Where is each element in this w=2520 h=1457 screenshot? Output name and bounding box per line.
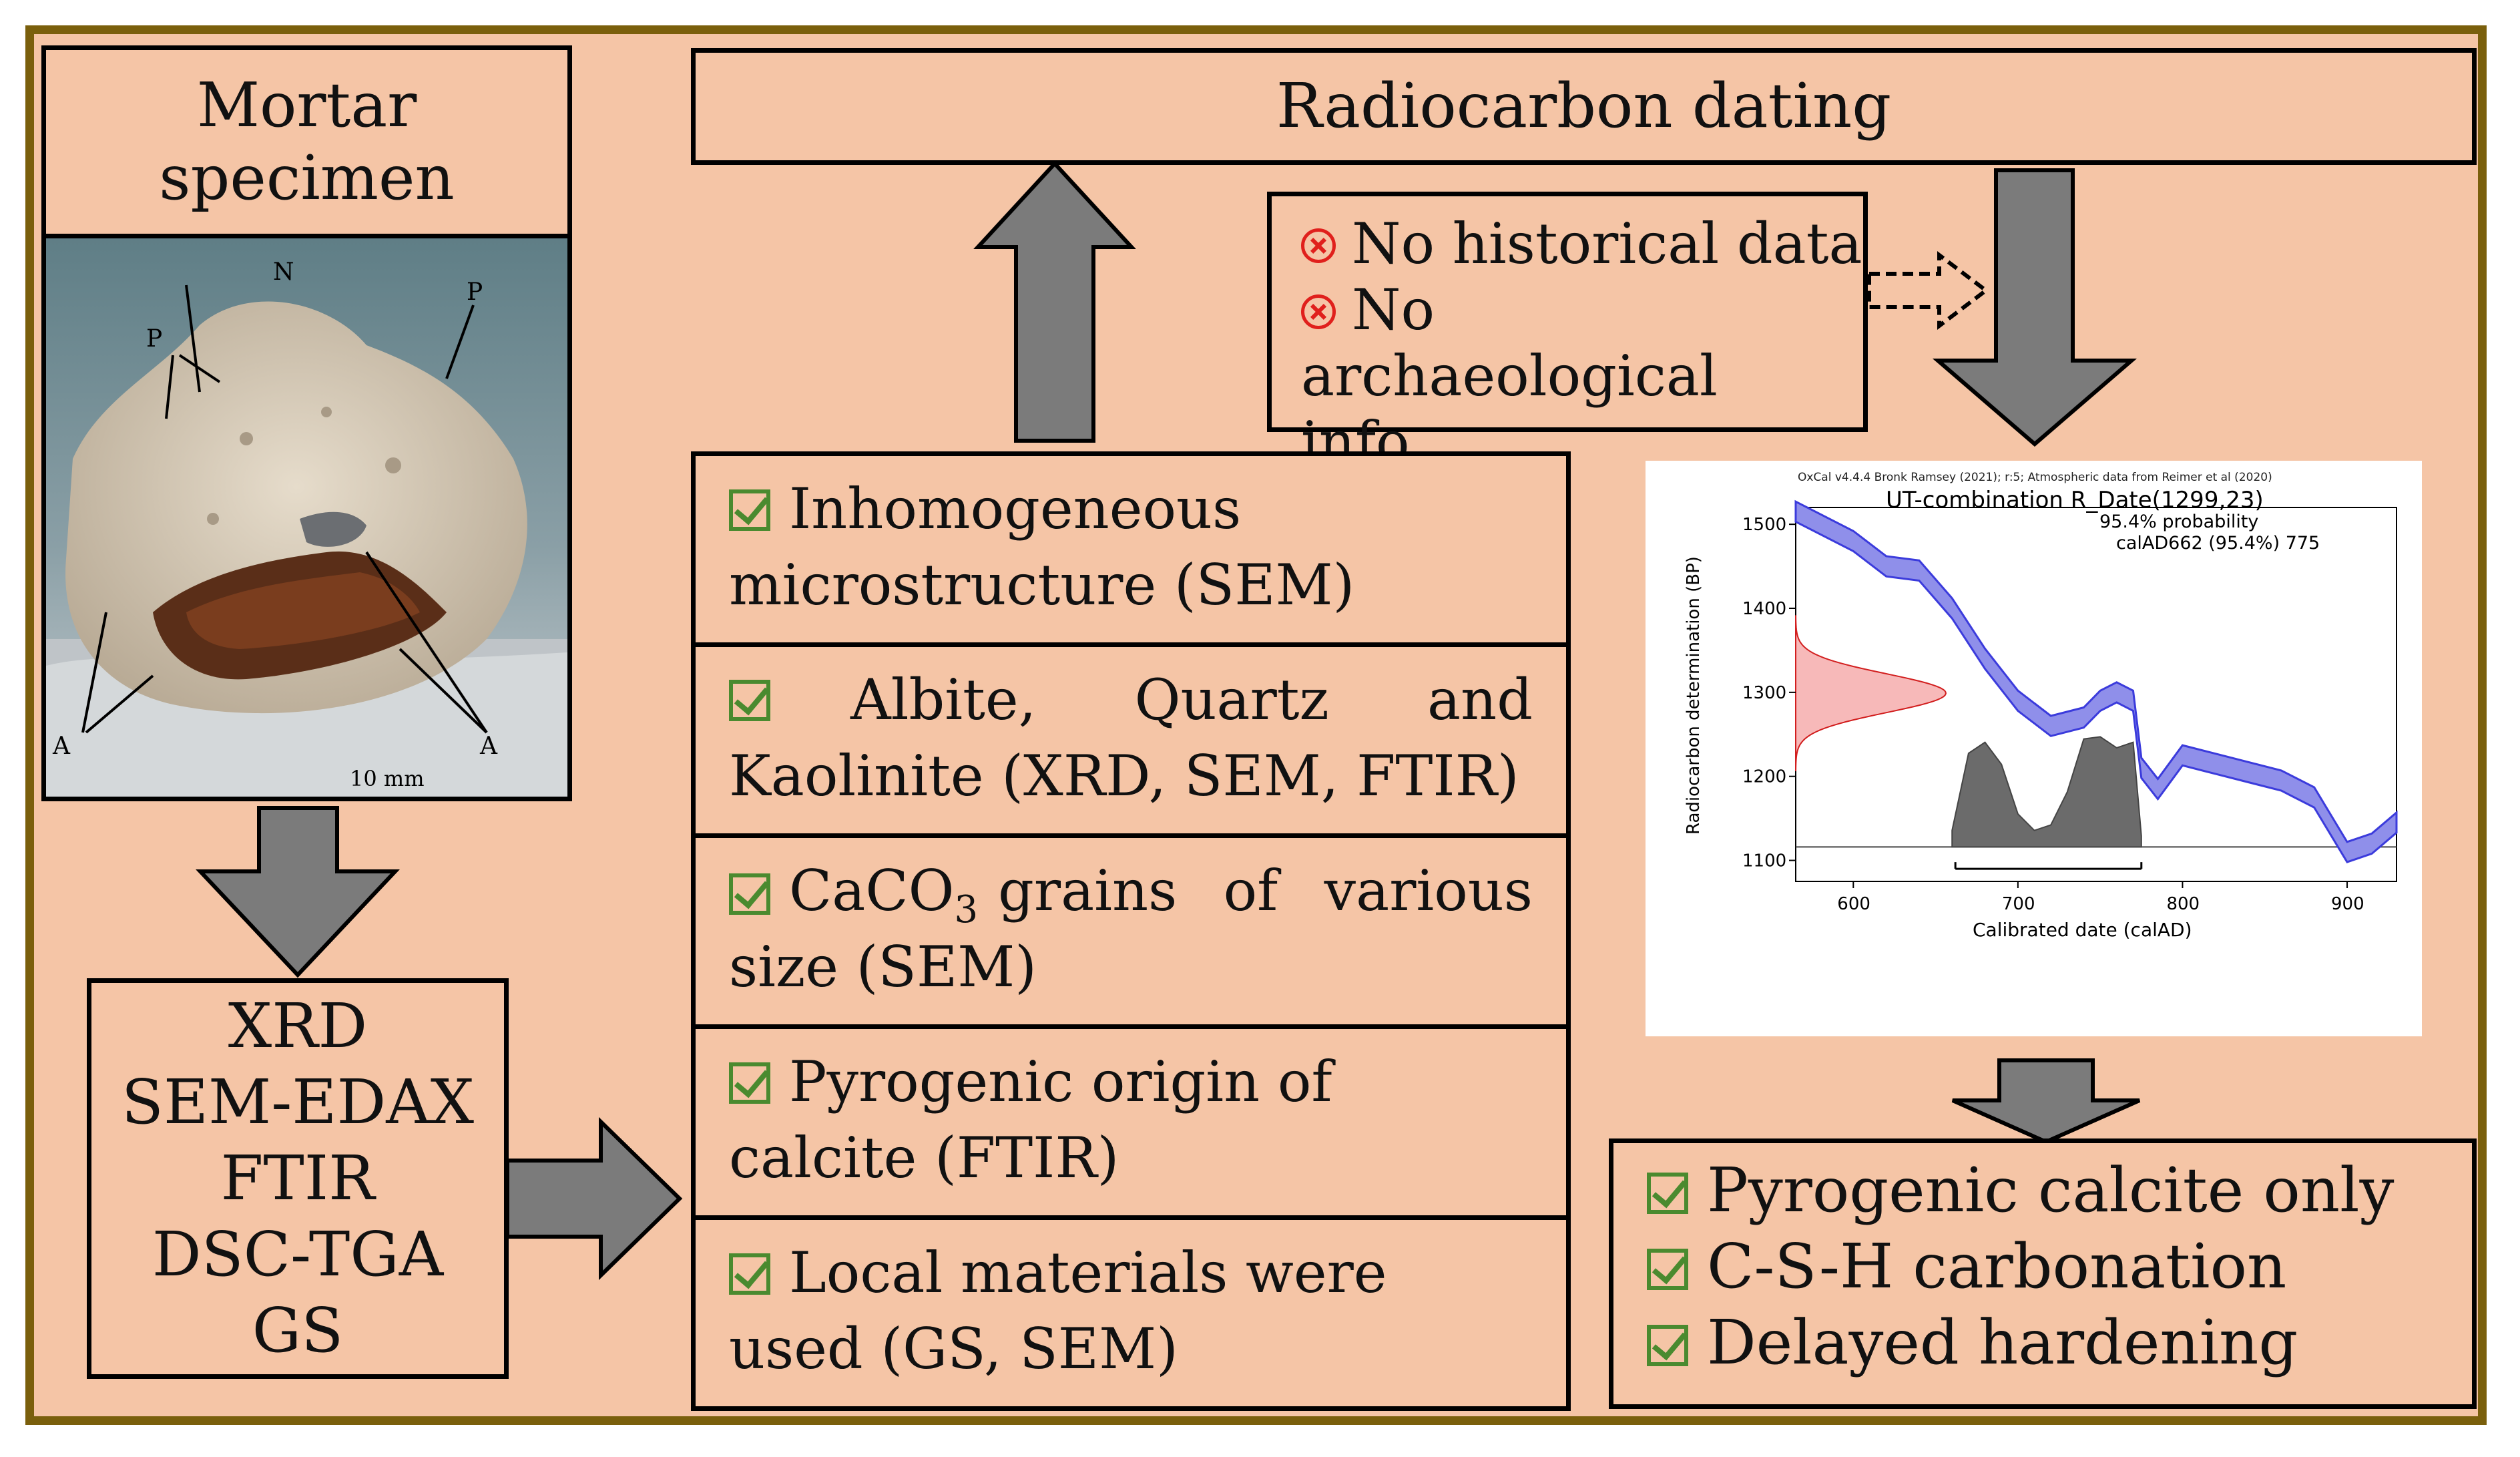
- posterior-distribution: [1951, 736, 2142, 848]
- chart-xlabel: Calibrated date (calAD): [1973, 919, 2192, 941]
- chart-annotation-prob: 95.4% probability: [2099, 511, 2258, 532]
- radiocarbon-title: Radiocarbon dating: [1276, 70, 1892, 142]
- finding-4: Pyrogenic origin of calcite (FTIR): [691, 1024, 1571, 1220]
- radiocarbon-date-distribution: [1795, 615, 1947, 771]
- conclusion-1: Pyrogenic calcite only: [1647, 1153, 2472, 1229]
- method-ftir: FTIR: [220, 1142, 375, 1214]
- label-p-right: P: [467, 278, 483, 306]
- finding-2: Albite, Quartz and Kaolinite (XRD, SEM, …: [691, 642, 1571, 838]
- check-icon: [1647, 1325, 1688, 1367]
- chart-annotation-range: calAD662 (95.4%) 775: [2116, 533, 2320, 554]
- finding-5: Local materials were used (GS, SEM): [691, 1215, 1571, 1411]
- no-data-box: No historical data No archaeological inf…: [1267, 192, 1868, 475]
- check-icon: [729, 489, 770, 531]
- mortar-photo-image: [46, 238, 567, 797]
- arrow-photo-to-methods: [196, 806, 400, 978]
- y-tick-label: 1200: [1742, 767, 1786, 787]
- x-tick-label: 800: [2166, 894, 2200, 914]
- chart-title: UT-combination R_Date(1299,23): [1886, 487, 2264, 513]
- y-tick-label: 1400: [1742, 599, 1786, 619]
- check-icon: [1647, 1249, 1688, 1291]
- check-icon: [729, 1062, 770, 1104]
- label-n: N: [273, 258, 294, 286]
- cross-icon: [1301, 228, 1336, 263]
- dashed-arrow-no-data: [1867, 250, 1989, 331]
- check-icon: [1647, 1173, 1688, 1214]
- finding-3: CaCO3 grains of various size (SEM): [691, 833, 1571, 1029]
- x-tick-label: 600: [1837, 894, 1870, 914]
- mortar-photo: N P P A A 10 mm: [41, 234, 572, 801]
- label-p-left: P: [146, 325, 163, 353]
- y-tick-label: 1500: [1742, 515, 1786, 535]
- scale-label: 10 mm: [350, 766, 425, 791]
- check-icon: [729, 1253, 770, 1295]
- method-xrd: XRD: [228, 990, 368, 1062]
- arrow-chart-to-conclusions: [1951, 1058, 2141, 1144]
- methods-box: XRD SEM-EDAX FTIR DSC-TGA GS: [87, 978, 509, 1379]
- x-tick-label: 900: [2331, 894, 2364, 914]
- method-gs: GS: [252, 1295, 344, 1367]
- arrow-findings-to-radiocarbon: [973, 160, 1136, 443]
- calibration-chart-svg: OxCal v4.4.4 Bronk Ramsey (2021); r:5; A…: [1684, 471, 2398, 941]
- radiocarbon-box: Radiocarbon dating: [691, 48, 2477, 165]
- mortar-specimen-title: Mortar specimen: [159, 69, 455, 214]
- chart-header: OxCal v4.4.4 Bronk Ramsey (2021); r:5; A…: [1798, 471, 2272, 484]
- y-tick-label: 1100: [1742, 851, 1786, 871]
- method-sem-edax: SEM-EDAX: [121, 1066, 475, 1138]
- no-historical-data: No historical data: [1301, 211, 1863, 277]
- calibration-curve-band: [1794, 499, 2398, 863]
- y-tick-label: 1300: [1742, 683, 1786, 703]
- method-dsc-tga: DSC-TGA: [152, 1219, 444, 1291]
- no-archaeological-info: No archaeological: [1301, 277, 1718, 409]
- arrow-methods-to-findings: [505, 1116, 683, 1281]
- mortar-specimen-box: Mortar specimen: [41, 45, 572, 239]
- cross-icon: [1301, 294, 1336, 330]
- calibration-chart: OxCal v4.4.4 Bronk Ramsey (2021); r:5; A…: [1646, 461, 2422, 1036]
- check-icon: [729, 679, 770, 721]
- conclusion-2: C-S-H carbonation: [1647, 1229, 2472, 1305]
- label-a-left: A: [53, 733, 70, 760]
- arrow-radiocarbon-to-chart: [1932, 168, 2137, 447]
- finding-1: Inhomogeneous microstructure (SEM): [691, 451, 1571, 647]
- chart-ylabel: Radiocarbon determination (BP): [1684, 556, 1704, 835]
- x-tick-label: 700: [2002, 894, 2035, 914]
- conclusion-3: Delayed hardening: [1647, 1305, 2472, 1381]
- label-a-right: A: [480, 733, 497, 760]
- check-icon: [729, 873, 770, 915]
- conclusions-box: Pyrogenic calcite only C-S-H carbonation…: [1609, 1138, 2477, 1409]
